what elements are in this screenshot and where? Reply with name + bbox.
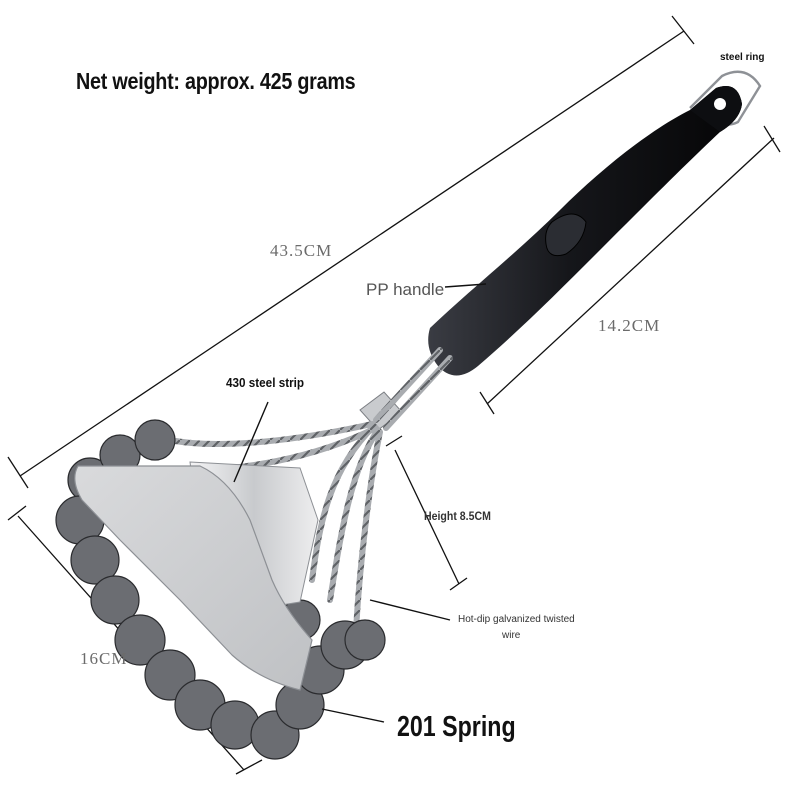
steel-strip-label: 430 steel strip [226, 375, 305, 390]
wire-label-line2: wire [502, 630, 521, 641]
pp-handle-label: PP handle [366, 280, 445, 299]
spring-label: 201 Spring [397, 711, 516, 743]
height-label: Height 8.5CM [424, 509, 491, 523]
width-label: 16CM [80, 649, 128, 668]
leader-lines [233, 283, 487, 723]
twisted-wires [167, 347, 453, 633]
wire-label-line1: Hot-dip galvanized twisted [458, 614, 575, 625]
net-weight-label: Net weight: approx. 425 grams [76, 68, 356, 94]
steel-scraper-plates [74, 461, 319, 691]
steel-ring-label: steel ring [720, 52, 765, 63]
handle-length-label: 14.2CM [598, 316, 661, 335]
pp-handle [428, 86, 742, 376]
total-length-label: 43.5CM [270, 241, 333, 260]
